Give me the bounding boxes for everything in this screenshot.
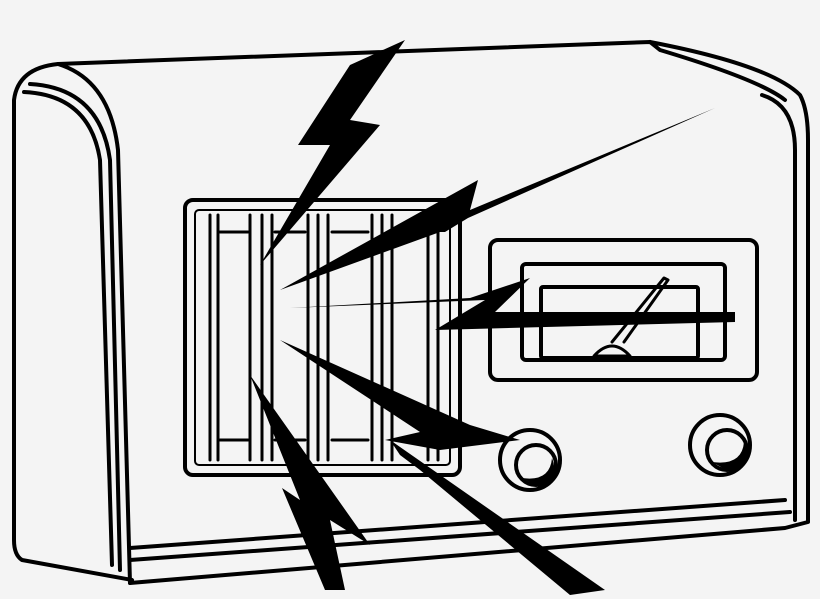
bolt-bottom-left [250,375,370,590]
sound-bolts [250,40,735,595]
bolt-middle [290,278,735,330]
bolt-lower [280,340,520,450]
bolt-upper-right [280,108,715,290]
speaker-grille [183,198,462,477]
cabinet-outline [12,40,810,585]
cabinet-top-edge [648,40,787,102]
bolt-top [260,40,405,265]
cabinet-base-line-2 [128,510,792,562]
cabinet-side-curve-2 [28,82,122,572]
knob-shadow-left [522,458,555,488]
grille-bars [208,213,440,462]
cabinet-front-edge [56,62,132,585]
cabinet-base-line-1 [128,498,787,550]
cabinet-side-curve-1 [22,90,114,567]
dial-needle [610,276,670,344]
knob-shadow-right [712,442,747,472]
cabinet-right-curve [760,93,797,522]
speaker-grille-inner [194,209,451,466]
bolt-bottom-right [390,440,605,595]
dial-needle-base [592,344,632,358]
